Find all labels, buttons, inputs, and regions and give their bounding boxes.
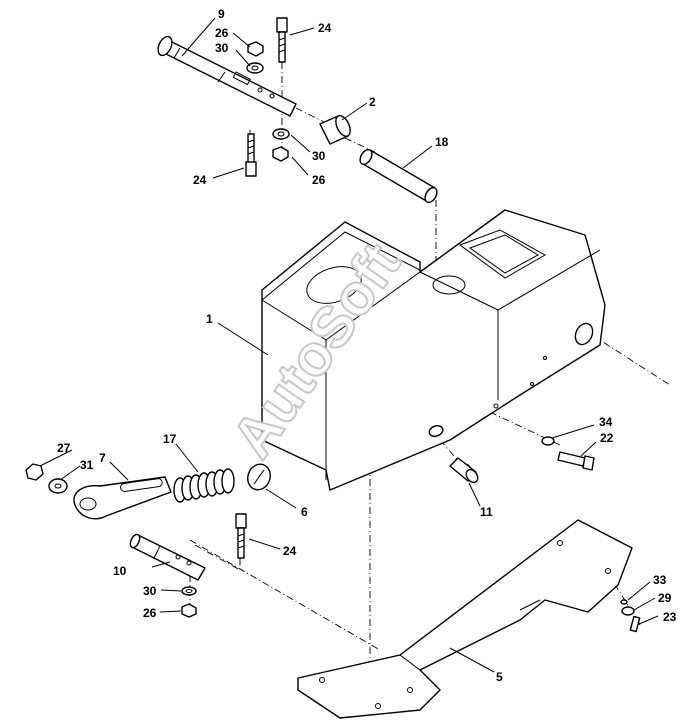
shaft-part-10 xyxy=(129,533,206,581)
label-7: 7 xyxy=(99,451,106,465)
label-1: 1 xyxy=(206,312,213,326)
sleeve-part-18 xyxy=(359,148,438,204)
label-22: 22 xyxy=(600,431,614,445)
washer-part-30-middle xyxy=(272,128,290,140)
label-9: 9 xyxy=(218,7,225,21)
screw-part-24-middle xyxy=(245,133,257,177)
label-33: 33 xyxy=(653,573,667,587)
label-18: 18 xyxy=(435,135,449,149)
label-26-top: 26 xyxy=(215,26,229,40)
screw-part-24-lower xyxy=(235,513,247,559)
bolt-part-22 xyxy=(557,451,595,471)
label-31: 31 xyxy=(80,458,94,472)
label-26-middle: 26 xyxy=(312,173,326,187)
label-30-middle: 30 xyxy=(312,149,326,163)
label-11: 11 xyxy=(480,505,493,519)
screw-part-24-top xyxy=(276,17,288,63)
label-23: 23 xyxy=(663,610,677,624)
bushing-part-2 xyxy=(319,115,351,145)
leader-lines xyxy=(39,17,659,673)
label-5: 5 xyxy=(496,670,503,684)
part-number-labels: 9 26 30 24 2 30 24 26 18 1 34 22 27 31 7… xyxy=(57,7,677,684)
lever-part-7 xyxy=(73,476,172,520)
shaft-part-9 xyxy=(157,35,297,117)
washer-part-33 xyxy=(620,599,628,605)
bushing-part-11 xyxy=(449,457,479,484)
nut-part-26-top xyxy=(247,41,264,57)
washer-part-31 xyxy=(48,478,68,494)
label-17: 17 xyxy=(163,432,177,446)
housing-part-1 xyxy=(261,209,606,491)
washer-part-30-lower xyxy=(181,586,197,596)
label-24-middle: 24 xyxy=(193,173,207,187)
label-2: 2 xyxy=(369,95,376,109)
nut-part-27 xyxy=(25,463,44,481)
washer-part-30-top xyxy=(246,62,264,74)
label-29: 29 xyxy=(658,591,672,605)
washer-part-29 xyxy=(621,606,635,616)
label-24-lower: 24 xyxy=(283,544,297,558)
nut-part-26-middle xyxy=(272,146,289,162)
washer-part-34 xyxy=(541,436,555,446)
label-10: 10 xyxy=(113,564,127,578)
disc-part-6 xyxy=(247,463,271,491)
label-34: 34 xyxy=(599,415,613,429)
label-30-lower: 30 xyxy=(143,584,157,598)
label-27: 27 xyxy=(57,441,71,455)
label-26-lower: 26 xyxy=(143,606,157,620)
label-30-top: 30 xyxy=(215,41,229,55)
label-6: 6 xyxy=(301,505,308,519)
bracket-plate-part-5 xyxy=(297,519,633,719)
label-24-top: 24 xyxy=(318,21,332,35)
screw-part-23 xyxy=(629,615,641,633)
nut-part-26-lower xyxy=(181,603,197,618)
spring-part-17 xyxy=(173,468,235,503)
